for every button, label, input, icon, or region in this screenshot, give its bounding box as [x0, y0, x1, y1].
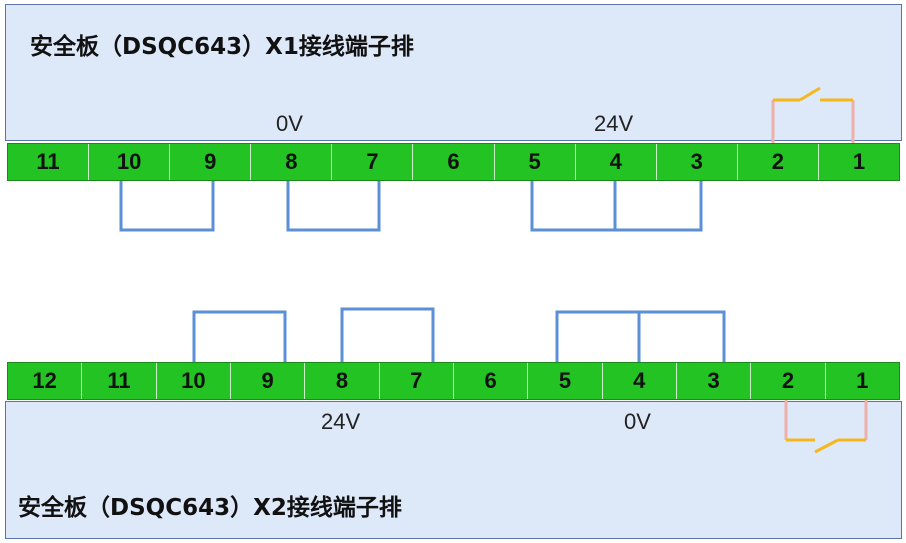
x2-switch-contact [784, 400, 868, 454]
x2-terminal-4: 4 [603, 363, 677, 399]
x2-terminal-5: 5 [528, 363, 603, 399]
x1-terminal-6: 6 [413, 144, 495, 180]
x1-terminal-4: 4 [576, 144, 657, 180]
x1-terminal-3: 3 [657, 144, 738, 180]
x1-terminal-10: 10 [89, 144, 171, 180]
x2-terminal-9: 9 [231, 363, 306, 399]
x1-terminal-2: 2 [738, 144, 819, 180]
x2-terminal-7: 7 [380, 363, 454, 399]
x2-terminal-8: 8 [305, 363, 380, 399]
x1-jumper-8-7 [286, 181, 381, 232]
x1-voltage-24v-label: 24V [594, 111, 634, 136]
x2-terminal-1: 1 [856, 368, 869, 393]
x2-voltage-24v-label: 24V [321, 409, 361, 434]
x1-switch-contact [771, 86, 855, 143]
x1-terminal-11: 11 [8, 144, 90, 180]
x2-jumper-10-9 [192, 310, 287, 362]
x2-terminal-2: 2 [751, 363, 826, 399]
x2-terminal-10: 10 [157, 363, 231, 399]
x1-voltage-0v-label: 0V [276, 111, 303, 136]
x1-terminal-1: 1 [852, 149, 866, 174]
x1-jumper-10-9 [119, 181, 215, 232]
x2-terminal-3: 3 [677, 363, 752, 399]
x1-terminal-7: 7 [332, 144, 414, 180]
x2-terminal-11: 11 [82, 363, 157, 399]
x2-terminal-6: 6 [454, 363, 529, 399]
x2-board-title: 安全板（DSQC643）X2接线端子排 [18, 495, 402, 521]
x1-board-panel: 安全板（DSQC643）X1接线端子排 0V 24V [5, 4, 902, 141]
x2-voltage-0v-label: 0V [624, 409, 651, 434]
x1-terminal-9: 9 [170, 144, 252, 180]
x2-board-panel: 24V 0V 安全板（DSQC643）X2接线端子排 [5, 401, 902, 539]
x2-terminal-12: 12 [8, 363, 83, 399]
x2-jumper-8-7 [340, 307, 435, 362]
x1-terminal-8: 8 [251, 144, 333, 180]
x1-board-title: 安全板（DSQC643）X1接线端子排 [30, 34, 414, 60]
x1-terminal-5: 5 [495, 144, 576, 180]
